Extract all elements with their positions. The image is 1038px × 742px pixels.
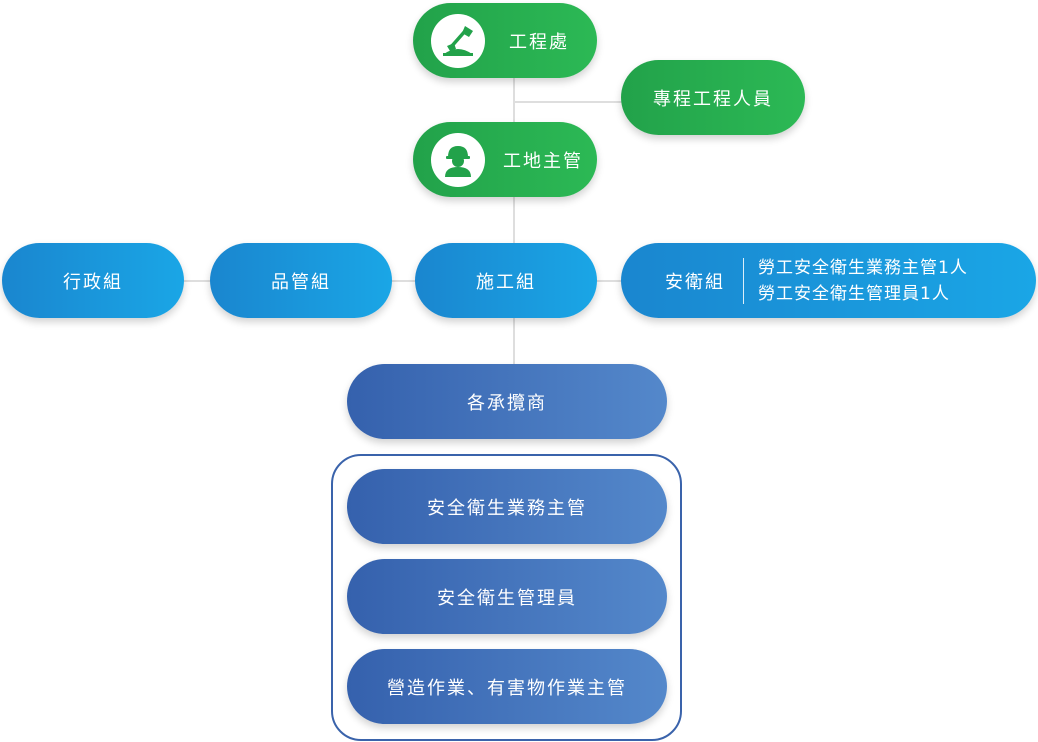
- safety-group-node: 安衛組 勞工安全衛生業務主管1人 勞工安全衛生管理員1人: [621, 243, 1036, 318]
- connector-vertical-main: [513, 76, 515, 366]
- site-supervisor-label: 工地主管: [503, 150, 583, 172]
- contractors-label: 各承攬商: [467, 392, 547, 414]
- contractor-roles-group: [331, 454, 682, 741]
- safety-manager-node: 安全衛生業務主管: [347, 469, 667, 544]
- safety-group-divider: [743, 257, 744, 304]
- construction-group-node: 施工組: [415, 243, 597, 318]
- admin-group-node: 行政組: [2, 243, 184, 318]
- hardhat-worker-icon: [431, 132, 485, 187]
- engineering-office-label: 工程處: [509, 31, 569, 53]
- qc-group-label: 品管組: [271, 271, 331, 293]
- safety-note-manager: 勞工安全衛生業務主管1人: [758, 257, 968, 278]
- site-supervisor-node: 工地主管: [413, 122, 597, 197]
- engineering-office-node: 工程處: [413, 3, 597, 78]
- admin-group-label: 行政組: [63, 271, 123, 293]
- construction-group-label: 施工組: [476, 271, 536, 293]
- construction-supervisor-node: 營造作業、有害物作業主管: [347, 649, 667, 724]
- safety-officer-label: 安全衛生管理員: [437, 587, 577, 609]
- safety-notes: 勞工安全衛生業務主管1人 勞工安全衛生管理員1人: [758, 257, 968, 305]
- shovel-icon: [431, 13, 485, 68]
- construction-supervisor-label: 營造作業、有害物作業主管: [387, 677, 627, 699]
- safety-note-officer: 勞工安全衛生管理員1人: [758, 283, 950, 304]
- safety-officer-node: 安全衛生管理員: [347, 559, 667, 634]
- connector-groups-horizontal: [182, 280, 622, 282]
- project-engineer-label: 專程工程人員: [653, 88, 773, 110]
- qc-group-node: 品管組: [210, 243, 392, 318]
- safety-group-label: 安衛組: [665, 271, 725, 293]
- contractors-node: 各承攬商: [347, 364, 667, 439]
- project-engineer-node: 專程工程人員: [621, 60, 805, 135]
- safety-manager-label: 安全衛生業務主管: [427, 497, 587, 519]
- connector-to-project-engineer: [514, 101, 622, 103]
